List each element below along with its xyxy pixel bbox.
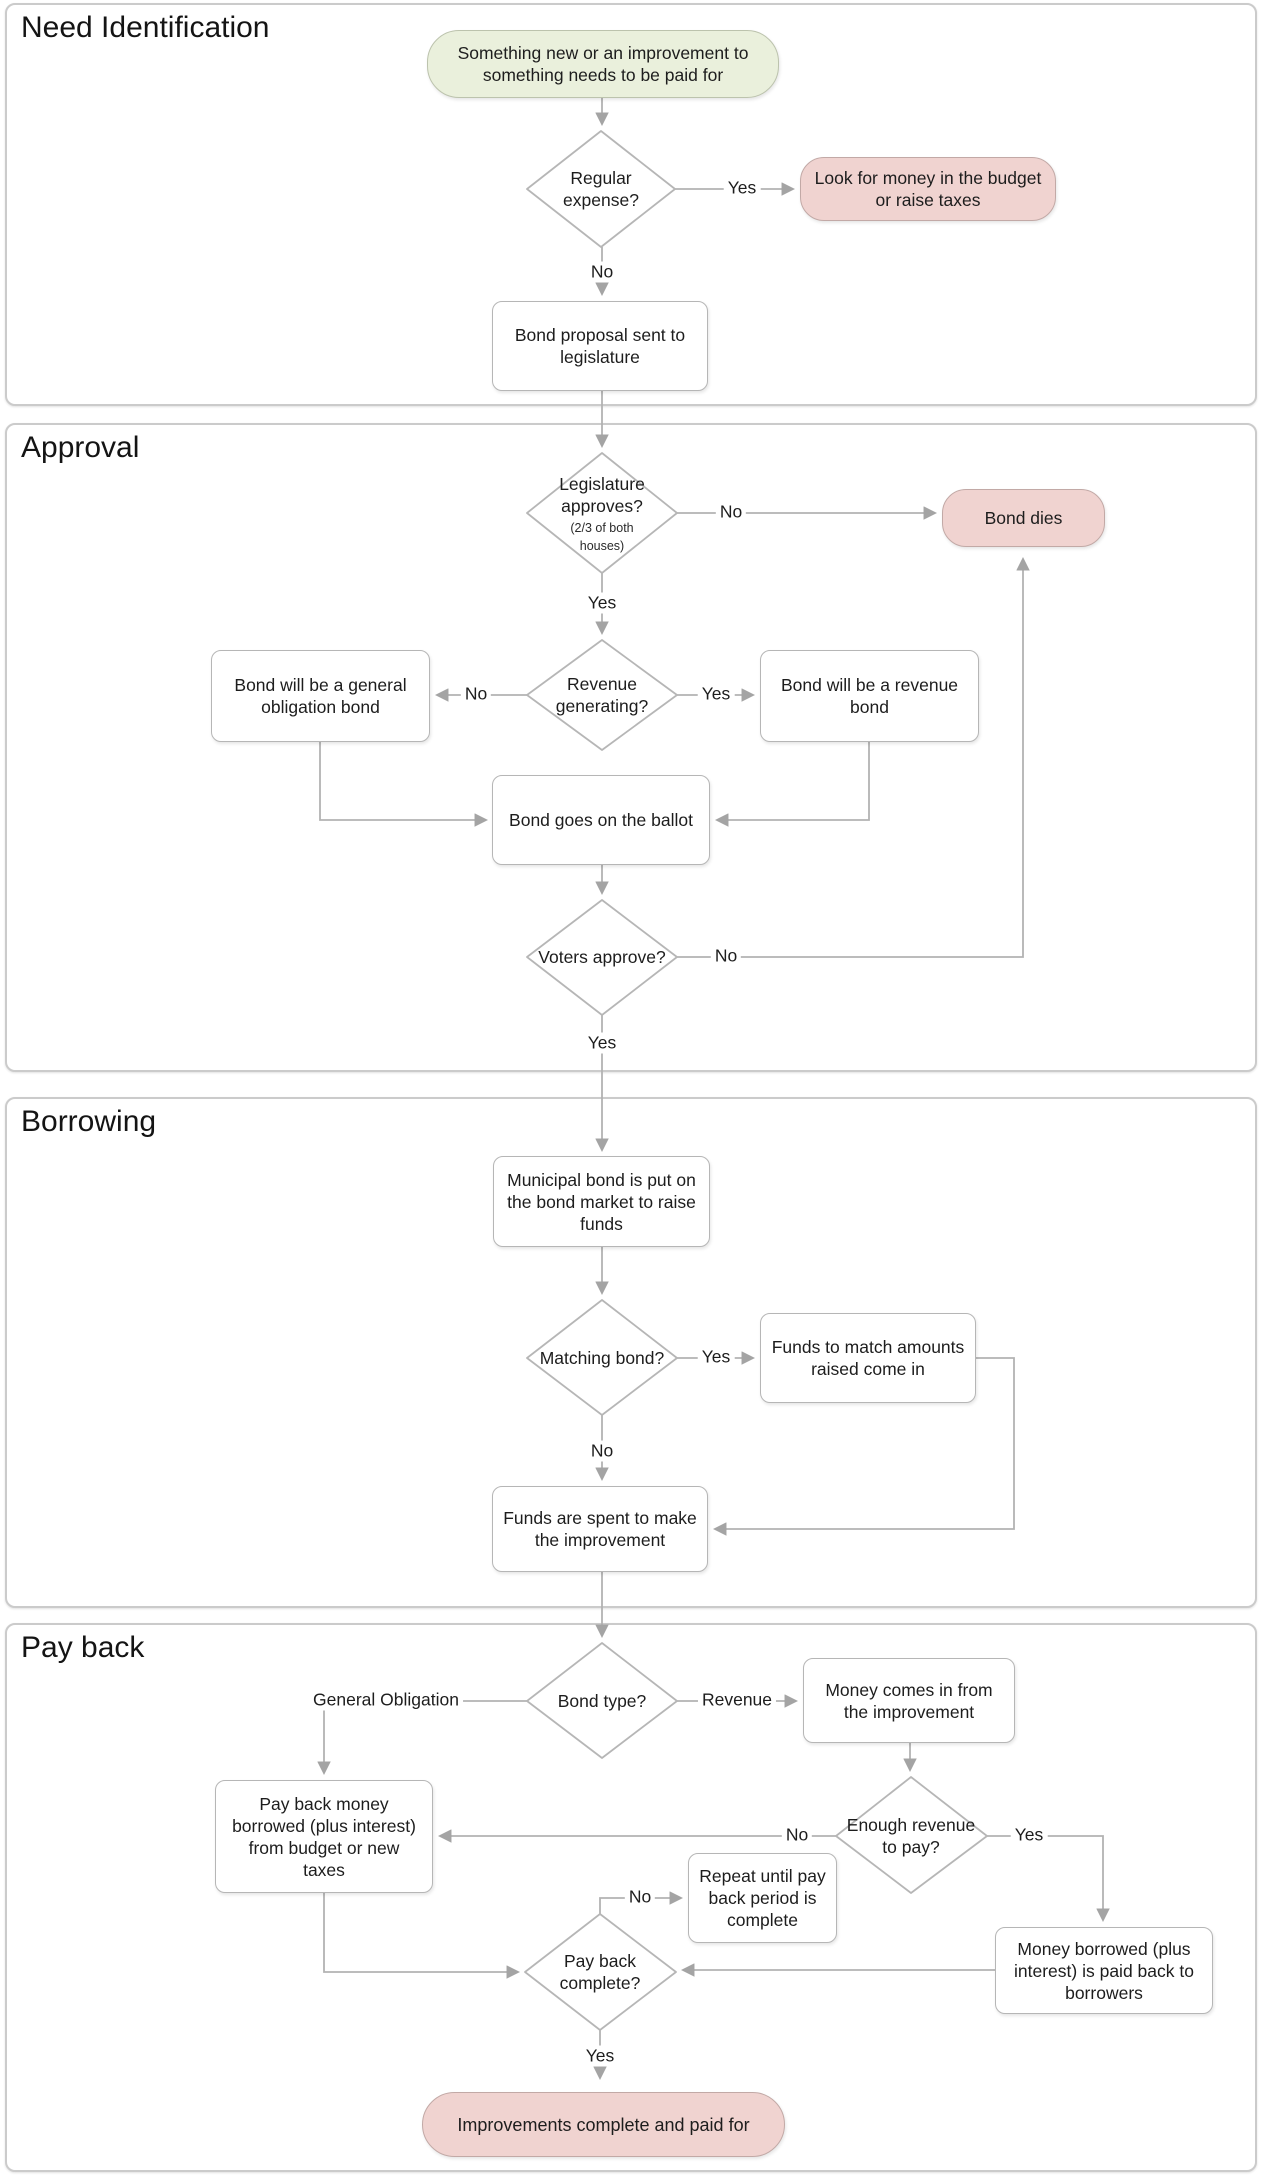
section-title: Need Identification: [21, 11, 270, 44]
edge-label-voters-no: No: [710, 945, 742, 967]
node-bond-dies: Bond dies: [942, 489, 1105, 547]
edge-label-enough-revenue-yes: Yes: [1010, 1824, 1048, 1846]
node-bond-proposal: Bond proposal sent to legislature: [492, 301, 708, 391]
edge-label-regular-expense-yes: Yes: [723, 177, 761, 199]
edge-label-pay-back-no: No: [624, 1886, 656, 1908]
node-general-obligation-bond: Bond will be a general obligation bond: [211, 650, 430, 742]
edge-label-matching-yes: Yes: [697, 1346, 735, 1368]
edge-payback-to-complete: [323, 1893, 521, 1979]
edge-enough-yes: [987, 1835, 1110, 1923]
edge-label-pay-back-yes: Yes: [581, 2045, 619, 2067]
edge-label-bond-type-general: General Obligation: [309, 1689, 463, 1711]
edge-revenue-bond-to-ballot: [714, 742, 870, 827]
edge-bond-type-general: [317, 1700, 527, 1776]
edge-label-bond-type-revenue: Revenue: [697, 1689, 777, 1711]
node-start: Something new or an improvement to somet…: [427, 30, 779, 98]
decision-revenue-generating-shape: [526, 639, 678, 751]
node-look-for-money: Look for money in the budget or raise ta…: [800, 157, 1056, 221]
decision-voters-approve-shape: [526, 899, 678, 1016]
decision-matching-bond-shape: [526, 1299, 678, 1416]
node-funds-spent: Funds are spent to make the improvement: [492, 1486, 708, 1572]
section-title: Pay back: [21, 1631, 145, 1664]
node-pay-back-money: Pay back money borrowed (plus interest) …: [215, 1780, 433, 1893]
edge-voters-no: [677, 556, 1030, 958]
node-municipal-bond-market: Municipal bond is put on the bond market…: [493, 1156, 710, 1247]
decision-bond-type-shape: [526, 1642, 678, 1759]
edge-label-revenue-generating-yes: Yes: [697, 683, 735, 705]
edge-label-voters-yes: Yes: [583, 1032, 621, 1054]
edge-label-enough-revenue-no: No: [781, 1824, 813, 1846]
node-money-comes-in: Money comes in from the improvement: [803, 1658, 1015, 1743]
edge-label-revenue-generating-no: No: [460, 683, 492, 705]
edge-label-legislature-no: No: [715, 501, 747, 523]
edge-funds-match-to-spent: [712, 1357, 1015, 1536]
edge-label-matching-no: No: [586, 1440, 618, 1462]
node-ballot: Bond goes on the ballot: [492, 775, 710, 865]
node-repeat-until: Repeat until pay back period is complete: [688, 1853, 837, 1943]
section-title: Approval: [21, 431, 140, 464]
edge-go-bond-to-ballot: [319, 742, 489, 827]
decision-regular-expense-shape: [526, 130, 676, 248]
node-money-paid-back: Money borrowed (plus interest) is paid b…: [995, 1927, 1213, 2014]
decision-legislature-approves-shape: [526, 452, 678, 574]
node-revenue-bond: Bond will be a revenue bond: [760, 650, 979, 742]
decision-pay-back-complete-shape: [524, 1913, 677, 2031]
node-improvements-complete: Improvements complete and paid for: [422, 2092, 785, 2157]
decision-enough-revenue-shape: [835, 1776, 988, 1894]
node-funds-match: Funds to match amounts raised come in: [760, 1313, 976, 1403]
section-title: Borrowing: [21, 1105, 157, 1138]
edge-label-regular-expense-no: No: [586, 261, 618, 283]
edge-label-legislature-yes: Yes: [583, 592, 621, 614]
